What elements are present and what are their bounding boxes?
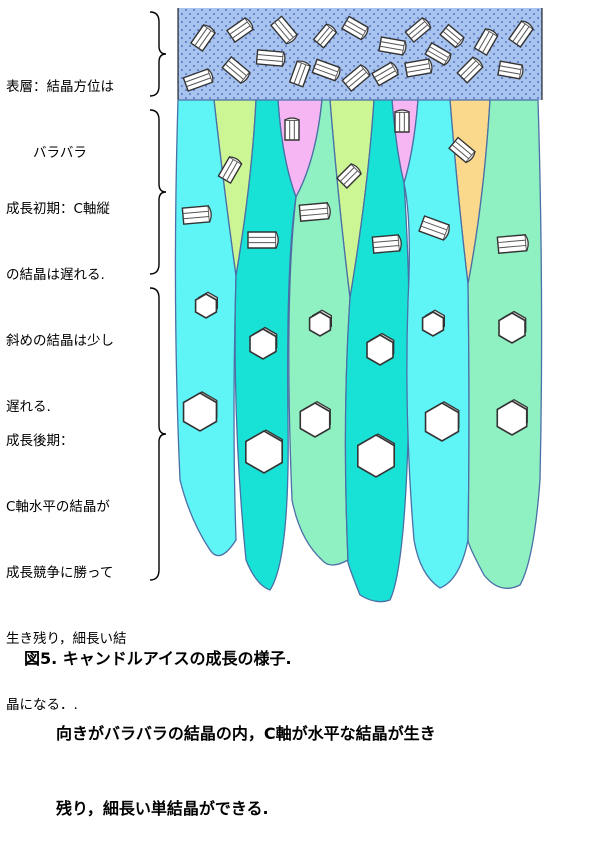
early-crystal-icon xyxy=(247,231,279,249)
label-early: 成長初期：C軸縦 の結晶は遅れる. 斜めの結晶は少し 遅れる. xyxy=(6,154,114,440)
label-surface: 表層：結晶方位は バラバラ xyxy=(6,32,114,186)
early-crystal-icon xyxy=(298,202,331,222)
early-crystal-icon xyxy=(371,234,402,254)
label-late-line4: 生き残り，細長い結 xyxy=(6,631,127,647)
surface-crystal-icon xyxy=(404,58,433,78)
label-early-line3: 斜めの結晶は少し xyxy=(6,333,114,349)
columnar-crystals xyxy=(174,99,543,603)
surface-crystal-icon xyxy=(288,60,312,88)
caption-line2: 向きがバラバラの結晶の内，C軸が水平な結晶が生き xyxy=(24,724,436,743)
hexagon-crystal-icon xyxy=(421,309,446,337)
label-early-line1: 成長初期：C軸縦 xyxy=(6,201,110,217)
brace-surface xyxy=(149,11,167,97)
surface-crystal-icon xyxy=(221,55,251,85)
early-crystal-icon xyxy=(217,156,243,184)
hexagon-crystal-icon xyxy=(182,391,218,432)
hexagon-crystal-icon xyxy=(357,433,396,478)
surface-crystal-icon xyxy=(269,15,299,45)
brace-late xyxy=(149,287,167,581)
hexagon-crystal-icon xyxy=(245,429,284,474)
surface-crystal-icon xyxy=(311,58,341,82)
crystal-column-mint-2 xyxy=(467,99,543,589)
surface-crystal-icon xyxy=(189,23,217,53)
early-crystal-icon xyxy=(394,109,410,133)
label-late-line1: 成長後期： xyxy=(6,433,74,449)
hexagon-crystal-icon xyxy=(249,326,278,360)
braces xyxy=(149,11,167,581)
label-surface-line1: 表層：結晶方位は xyxy=(6,79,114,95)
surface-crystal-icon xyxy=(404,16,432,44)
label-early-line2: の結晶は遅れる. xyxy=(6,267,105,283)
candle-ice-diagram xyxy=(149,8,543,603)
early-crystal-icon xyxy=(418,215,450,241)
surface-crystal-icon xyxy=(312,23,338,49)
brace-early xyxy=(149,109,167,275)
surface-crystal-icon xyxy=(378,36,407,56)
surface-crystal-icon xyxy=(341,63,371,93)
label-late-line2: C軸水平の結晶が xyxy=(6,499,110,515)
label-late-line3: 成長競争に勝って xyxy=(6,565,114,581)
early-crystal-icon xyxy=(496,234,529,254)
crystal-icons xyxy=(181,15,535,478)
early-crystal-icon xyxy=(448,136,476,164)
surface-crystal-icon xyxy=(424,41,452,67)
label-surface-line2: バラバラ xyxy=(6,145,87,161)
surface-crystal-icon xyxy=(182,68,214,92)
label-early-line4: 遅れる. xyxy=(6,399,51,415)
surface-crystal-icon xyxy=(439,23,465,49)
surface-crystal-icon xyxy=(255,49,286,67)
caption-line3: 残り，細長い単結晶ができる. xyxy=(24,799,269,818)
early-crystal-icon xyxy=(181,205,212,225)
hexagon-crystal-icon xyxy=(194,291,219,319)
hexagon-crystal-icon xyxy=(366,332,395,366)
hexagon-crystal-icon xyxy=(299,400,331,438)
surface-crystal-icon xyxy=(473,28,499,56)
surface-crystal-icon xyxy=(497,60,524,80)
surface-crystal-icon xyxy=(456,56,484,84)
early-crystal-icon xyxy=(335,162,363,190)
hexagon-crystal-icon xyxy=(424,401,460,442)
surface-crystal-icon xyxy=(225,16,255,44)
early-crystal-icon xyxy=(284,117,300,141)
figure-caption: 図5. キャンドルアイスの成長の様子. 向きがバラバラの結晶の内，C軸が水平な結… xyxy=(24,596,436,846)
hexagon-crystal-icon xyxy=(496,398,528,436)
surface-crystal-icon xyxy=(341,15,369,41)
caption-line1: 図5. キャンドルアイスの成長の様子. xyxy=(24,649,292,668)
hexagon-crystal-icon xyxy=(308,309,333,337)
surface-crystal-icon xyxy=(507,19,535,49)
surface-crystal-icon xyxy=(371,61,399,87)
hexagon-crystal-icon xyxy=(498,310,527,344)
